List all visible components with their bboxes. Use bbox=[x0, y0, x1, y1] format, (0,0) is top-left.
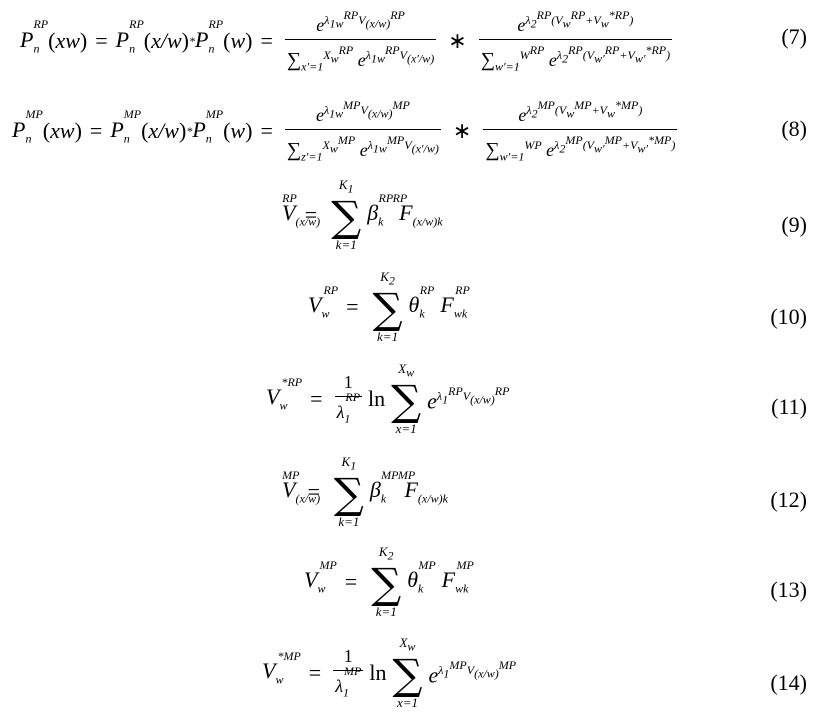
formula-10: VwRP = K2∑k=1 θkRP FwkRP bbox=[308, 269, 470, 344]
equation-number: (12) bbox=[770, 487, 807, 512]
equation-number: (11) bbox=[771, 394, 807, 419]
fraction-8b: eλ2MP(VwMP+Vw*MP) ∑w′=1WP eλ2MP(Vw′MP+Vw… bbox=[483, 98, 678, 164]
equation-7: PnRP(xw) = PnRP(x/w)* PnRP(w) = eλ1wRPV(… bbox=[0, 8, 825, 74]
equation-10: VwRP = K2∑k=1 θkRP FwkRP (10) bbox=[0, 270, 825, 360]
equation-number: (10) bbox=[770, 304, 807, 329]
fraction-7b: eλ2RP(VwRP+Vw*RP) ∑w′=1WRP eλ2RP(Vw′RP+V… bbox=[478, 8, 673, 74]
equation-number: (8) bbox=[781, 116, 807, 141]
equation-number: (9) bbox=[781, 212, 807, 237]
fraction-8a: eλ1wMPV(x/w)MP ∑z′=1XwMP eλ1wMPV(x′/w) bbox=[284, 98, 441, 164]
formula-7: PnRP(xw) = PnRP(x/w)* PnRP(w) = eλ1wRPV(… bbox=[20, 8, 673, 74]
equation-8: PnMP(xw) = PnMP(x/w)* PnMP(w) = eλ1wMPV(… bbox=[0, 98, 825, 164]
equation-12: V(x/w)MP = K1∑k=1 βkMP F(x/w)kMP (12) bbox=[0, 455, 825, 545]
equation-number: (13) bbox=[770, 577, 807, 602]
formula-9: V(x/w)RP = K1∑k=1 βkRP F(x/w)kRP bbox=[282, 177, 443, 252]
formula-8: PnMP(xw) = PnMP(x/w)* PnMP(w) = eλ1wMPV(… bbox=[12, 98, 678, 164]
equation-9: V(x/w)RP = K1∑k=1 βkRP F(x/w)kRP (9) bbox=[0, 178, 825, 268]
fraction-7a: eλ1wRPV(x/w)RP ∑x′=1XwRP eλ1wRPV(x′/w) bbox=[284, 8, 437, 74]
formula-13: VwMP = K2∑k=1 θkMP FwkMP bbox=[304, 544, 474, 619]
equation-13: VwMP = K2∑k=1 θkMP FwkMP (13) bbox=[0, 545, 825, 635]
formula-12: V(x/w)MP = K1∑k=1 βkMP F(x/w)kMP bbox=[282, 454, 448, 529]
equation-number: (14) bbox=[770, 670, 807, 695]
equation-number: (7) bbox=[781, 24, 807, 49]
